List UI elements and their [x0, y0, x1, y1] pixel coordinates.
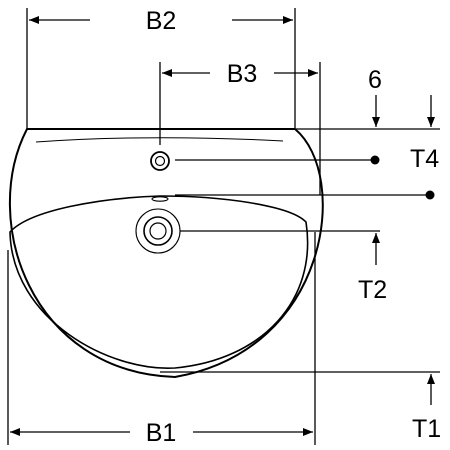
tap-hole-inner — [154, 155, 166, 167]
drain-outer — [135, 208, 181, 254]
label-6: 6 — [368, 66, 382, 94]
label-b3: B3 — [227, 60, 258, 88]
overflow-slot — [151, 196, 169, 202]
label-t4: T4 — [410, 145, 439, 173]
drain-inner — [149, 222, 167, 240]
bowl-inner-outline — [9, 195, 309, 369]
label-b2: B2 — [146, 7, 177, 35]
tap-hole-outer — [150, 151, 170, 171]
point-t4-tap — [370, 155, 380, 165]
point-t4-overflow — [425, 190, 435, 200]
label-t2: T2 — [358, 276, 387, 304]
drain-ring — [143, 216, 173, 246]
rim-top-edge — [35, 137, 284, 143]
label-b1: B1 — [146, 419, 177, 447]
label-t1: T1 — [412, 415, 441, 443]
